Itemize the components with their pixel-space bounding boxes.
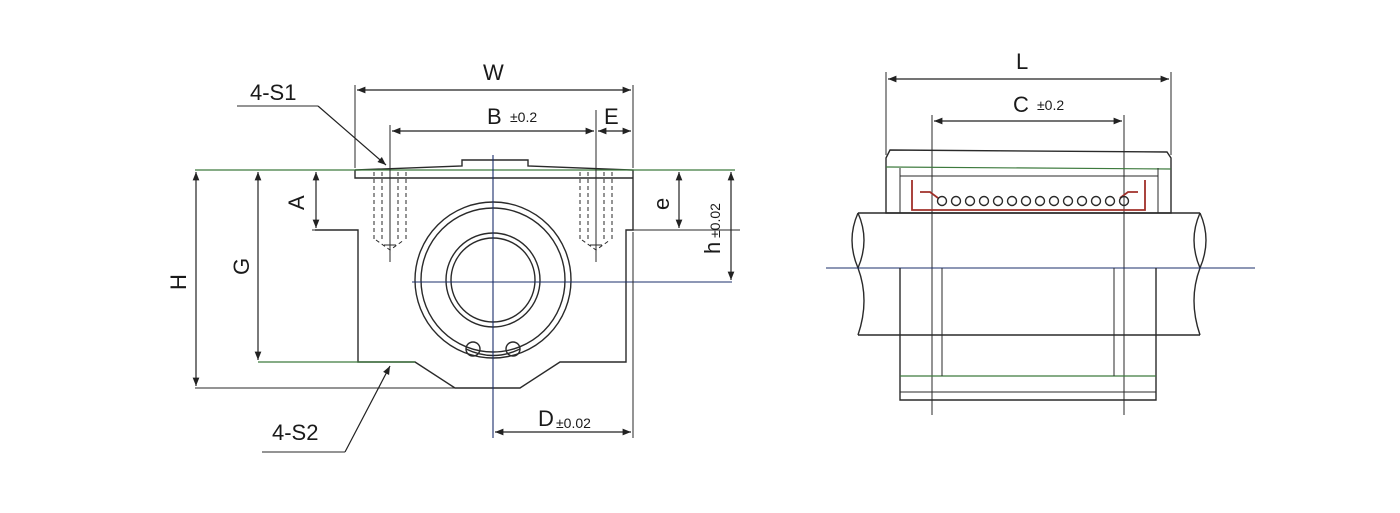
s1-leader-arrow [317,105,387,166]
h-center-label: h [700,242,725,254]
side-housing-bottom [899,268,1157,401]
ball-row [936,195,1130,207]
bolt-hole-right [579,110,613,262]
d-tolerance: ±0.02 [556,415,591,431]
c-label: C [1013,92,1029,117]
h-center-tolerance: ±0.02 [707,203,723,238]
e-height-label: e [649,198,674,210]
c-tolerance: ±0.2 [1037,97,1064,113]
s1-label: 4-S1 [250,80,296,105]
bearing-sleeve [911,180,1146,211]
s2-label: 4-S2 [272,420,318,445]
l-label: L [1016,49,1028,74]
e-width-label: E [604,104,619,129]
b-tolerance: ±0.2 [510,109,537,125]
w-label: W [483,60,504,85]
side-view: L C ±0.2 [826,49,1255,415]
housing-outline [315,159,634,389]
b-label: B [487,104,502,129]
a-label: A [284,195,309,210]
shaft [851,212,1207,336]
side-top-flange-line [885,166,1172,170]
h-total-label: H [166,274,191,290]
g-label: G [229,258,254,275]
s2-leader-arrow [344,365,391,453]
top-flange-line [354,170,633,179]
front-view: W B ±0.2 E 4-S1 A H G e h ±0.02 4-S2 [166,60,740,453]
d-label: D [538,406,554,431]
bolt-hole-left [373,160,407,262]
